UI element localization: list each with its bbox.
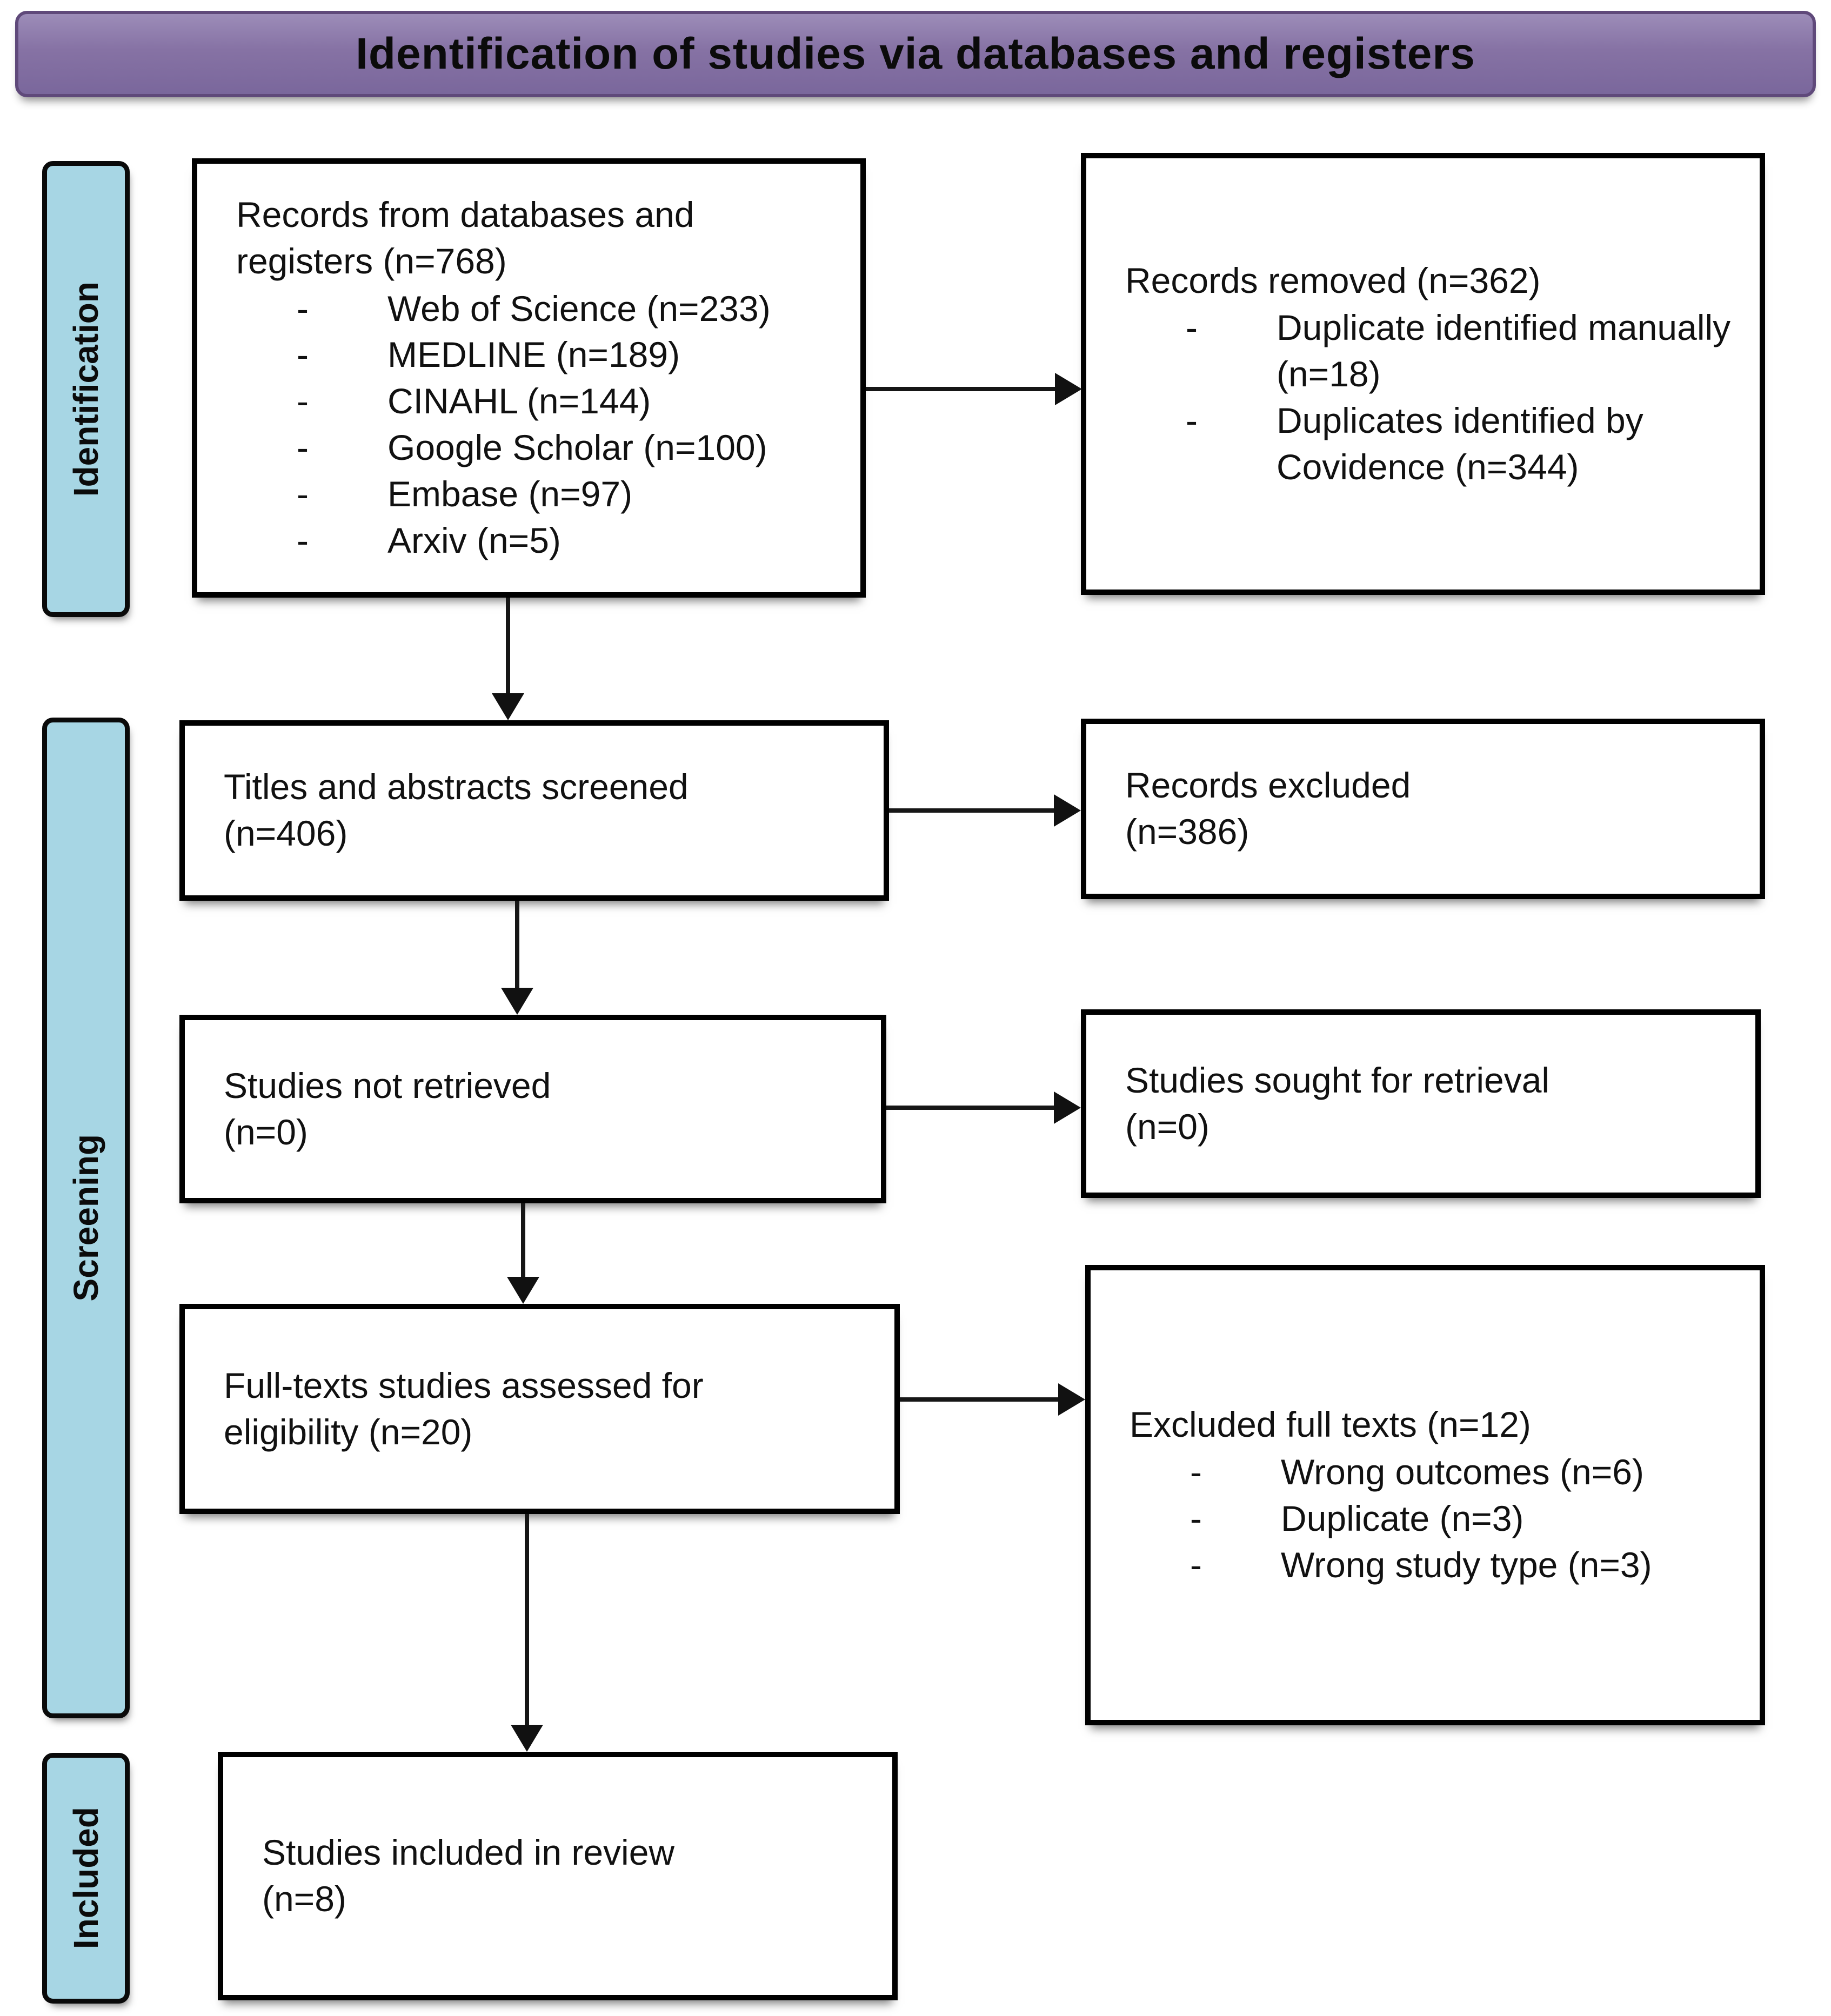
box-records-line2: registers (n=768)	[236, 240, 507, 281]
stage-included-label: Included	[66, 1807, 105, 1950]
list-item: - Duplicate (n=3)	[1130, 1496, 1738, 1542]
box-records-line1: Records from databases and	[236, 195, 694, 235]
arrowhead-right-icon	[1054, 794, 1081, 827]
box-excluded-line1: Records excluded	[1125, 765, 1411, 806]
title-banner: Identification of studies via databases …	[15, 11, 1816, 97]
arrowhead-down-icon	[511, 1725, 543, 1752]
arrowhead-right-icon	[1054, 1091, 1081, 1124]
box-fulltexts-line1: Full-texts studies assessed for	[224, 1365, 704, 1405]
bullet-dash: -	[1186, 307, 1198, 348]
reason-wrong-outcomes: Wrong outcomes (n=6)	[1281, 1452, 1644, 1492]
box-full-texts-assessed: Full-texts studies assessed for eligibil…	[179, 1304, 900, 1514]
list-item: - Google Scholar (n=100)	[236, 425, 839, 471]
list-item: - Arxiv (n=5)	[236, 518, 839, 564]
reason-wrong-study-type: Wrong study type (n=3)	[1281, 1544, 1652, 1585]
list-item: - CINAHL (n=144)	[236, 378, 839, 425]
box-studies-sought-retrieval: Studies sought for retrieval (n=0)	[1081, 1009, 1761, 1198]
list-item: - Web of Science (n=233)	[236, 286, 839, 332]
box-records-removed-line1: Records removed (n=362)	[1125, 260, 1541, 300]
bullet-dash: -	[297, 288, 309, 329]
arrowhead-right-icon	[1058, 1383, 1085, 1416]
arrowhead-down-icon	[507, 1277, 539, 1304]
diagram-title: Identification of studies via databases …	[356, 29, 1475, 78]
box-titles-abstracts-screened: Titles and abstracts screened (n=406)	[179, 720, 889, 901]
box-excluded-fulltexts-line1: Excluded full texts (n=12)	[1130, 1404, 1531, 1445]
arrow-screened-to-excluded	[889, 808, 1059, 813]
bullet-dash: -	[1190, 1544, 1202, 1585]
removed-covidence-duplicates: Duplicates identified by Covidence (n=34…	[1277, 400, 1643, 487]
box-sought-line1: Studies sought for retrieval	[1125, 1060, 1550, 1100]
box-included-line2: (n=8)	[262, 1879, 346, 1919]
bullet-dash: -	[297, 520, 309, 560]
arrowhead-right-icon	[1055, 373, 1082, 405]
removed-manual-duplicates: Duplicate identified manually (n=18)	[1277, 307, 1731, 394]
reason-duplicate: Duplicate (n=3)	[1281, 1498, 1524, 1538]
box-not-retrieved-line1: Studies not retrieved	[224, 1065, 551, 1106]
stage-screening-label: Screening	[66, 1134, 105, 1302]
list-item: - MEDLINE (n=189)	[236, 332, 839, 378]
source-google-scholar: Google Scholar (n=100)	[387, 427, 767, 467]
box-records-excluded: Records excluded (n=386)	[1081, 719, 1765, 899]
box-sought-line2: (n=0)	[1125, 1106, 1209, 1147]
stage-included: Included	[42, 1753, 130, 2004]
arrow-not-retrieved-to-fulltexts	[521, 1203, 525, 1281]
arrow-fulltexts-to-included	[525, 1514, 529, 1729]
box-studies-included: Studies included in review (n=8)	[218, 1752, 898, 2000]
bullet-dash: -	[1190, 1452, 1202, 1492]
arrow-screened-to-not-retrieved	[515, 901, 519, 992]
arrowhead-down-icon	[492, 693, 524, 720]
source-arxiv: Arxiv (n=5)	[387, 520, 561, 560]
stage-identification-label: Identification	[66, 281, 105, 497]
box-screened-line1: Titles and abstracts screened	[224, 767, 689, 807]
bullet-dash: -	[297, 381, 309, 421]
arrow-identified-to-removed	[866, 387, 1060, 391]
list-item: - Duplicates identified by Covidence (n=…	[1125, 398, 1738, 491]
source-cinahl: CINAHL (n=144)	[387, 381, 651, 421]
bullet-dash: -	[297, 334, 309, 375]
source-medline: MEDLINE (n=189)	[387, 334, 680, 375]
list-item: - Embase (n=97)	[236, 471, 839, 518]
arrow-identified-to-screened	[506, 598, 510, 696]
source-web-of-science: Web of Science (n=233)	[387, 288, 771, 329]
list-item: - Wrong outcomes (n=6)	[1130, 1449, 1738, 1496]
box-fulltexts-line2: eligibility (n=20)	[224, 1411, 473, 1452]
arrow-fulltexts-to-excluded	[900, 1397, 1062, 1402]
bullet-dash: -	[1186, 400, 1198, 440]
bullet-dash: -	[1190, 1498, 1202, 1538]
arrow-not-retrieved-to-sought	[886, 1106, 1058, 1110]
box-included-line1: Studies included in review	[262, 1832, 675, 1873]
excluded-reasons-list: - Wrong outcomes (n=6) - Duplicate (n=3)…	[1130, 1449, 1738, 1588]
box-not-retrieved-line2: (n=0)	[224, 1111, 308, 1152]
records-sources-list: - Web of Science (n=233) - MEDLINE (n=18…	[236, 286, 839, 564]
box-excluded-line2: (n=386)	[1125, 812, 1249, 852]
box-records-removed: Records removed (n=362) - Duplicate iden…	[1081, 153, 1765, 595]
box-excluded-full-texts: Excluded full texts (n=12) - Wrong outco…	[1085, 1265, 1765, 1725]
arrowhead-down-icon	[501, 988, 533, 1015]
box-studies-not-retrieved: Studies not retrieved (n=0)	[179, 1015, 886, 1203]
bullet-dash: -	[297, 473, 309, 514]
records-removed-list: - Duplicate identified manually (n=18) -…	[1125, 305, 1738, 490]
stage-identification: Identification	[42, 161, 130, 617]
list-item: - Duplicate identified manually (n=18)	[1125, 305, 1738, 398]
stage-screening: Screening	[42, 718, 130, 1718]
list-item: - Wrong study type (n=3)	[1130, 1542, 1738, 1589]
box-records-from-databases: Records from databases and registers (n=…	[192, 158, 866, 598]
bullet-dash: -	[297, 427, 309, 467]
source-embase: Embase (n=97)	[387, 473, 633, 514]
box-screened-line2: (n=406)	[224, 813, 348, 853]
